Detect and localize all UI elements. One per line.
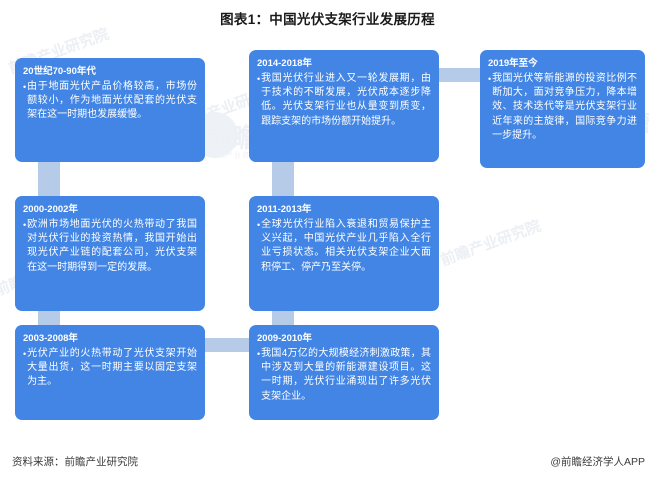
timeline-box-text: 欧洲市场地面光伏的火热带动了我国对光伏行业的投资热情，我国开始出现光伏产业链的配… [27, 219, 197, 273]
timeline-box-period: 2003-2008年 [23, 333, 78, 344]
attribution-note: @前瞻经济学人APP [550, 456, 645, 468]
bullet-icon: • [23, 349, 27, 359]
connector-vertical-col2-row2-row1 [272, 162, 294, 196]
timeline-box-text: 我国光伏等新能源的投资比例不断加大，面对竞争压力，降本增效、技术迭代等是光伏支架… [492, 73, 637, 141]
bullet-icon: • [23, 220, 27, 230]
bullet-icon: • [257, 220, 261, 230]
timeline-box-period: 2011-2013年 [257, 204, 312, 215]
timeline-box-2000-2002[interactable]: 2000-2002年 • 欧洲市场地面光伏的火热带动了我国对光伏行业的投资热情，… [15, 196, 205, 311]
timeline-box-text: 我国4万亿的大规模经济刺激政策，其中涉及到大量的新能源建设项目。这一时期，光伏行… [261, 348, 431, 402]
timeline-box-2019-now[interactable]: 2019年至今 • 我国光伏等新能源的投资比例不断加大，面对竞争压力，降本增效、… [480, 50, 645, 168]
watermark-diagonal-right: 前瞻产业研究院 [438, 217, 544, 270]
timeline-box-1970s-90s[interactable]: 20世纪70-90年代 • 由于地面光伏产品价格较高，市场份额较小，作为地面光伏… [15, 58, 205, 162]
bullet-icon: • [257, 349, 261, 359]
timeline-box-period: 2000-2002年 [23, 204, 78, 215]
bullet-icon: • [23, 82, 27, 92]
connector-horizontal-row3 [193, 338, 255, 352]
page-title: 图表1：中国光伏支架行业发展历程 [220, 12, 435, 27]
timeline-box-2011-2013[interactable]: 2011-2013年 • 全球光伏行业陷入衰退和贸易保护主义兴起，中国光伏产业几… [249, 196, 439, 311]
source-note: 资料来源：前瞻产业研究院 [12, 456, 138, 468]
timeline-box-period: 2009-2010年 [257, 333, 312, 344]
timeline-box-text: 我国光伏行业进入又一轮发展期，由于技术的不断发展，光伏成本逐步降低。光伏支架行业… [261, 73, 431, 127]
timeline-box-text: 全球光伏行业陷入衰退和贸易保护主义兴起，中国光伏产业几乎陷入全行业亏损状态。相关… [261, 219, 431, 273]
timeline-box-2009-2010[interactable]: 2009-2010年 • 我国4万亿的大规模经济刺激政策，其中涉及到大量的新能源… [249, 325, 439, 420]
bullet-icon: • [488, 74, 492, 84]
timeline-box-2003-2008[interactable]: 2003-2008年 • 光伏产业的火热带动了光伏支架开始大量出货，这一时期主要… [15, 325, 205, 420]
timeline-box-period: 2019年至今 [488, 58, 538, 69]
timeline-box-2014-2018[interactable]: 2014-2018年 • 我国光伏行业进入又一轮发展期，由于技术的不断发展，光伏… [249, 50, 439, 162]
timeline-box-period: 2014-2018年 [257, 58, 312, 69]
bullet-icon: • [257, 74, 261, 84]
timeline-box-text: 光伏产业的火热带动了光伏支架开始大量出货，这一时期主要以固定支架为主。 [27, 348, 197, 388]
timeline-box-period: 20世纪70-90年代 [23, 66, 96, 77]
connector-vertical-col1-row1-row2 [38, 162, 60, 196]
timeline-box-text: 由于地面光伏产品价格较高，市场份额较小，作为地面光伏配套的光伏支架在这一时期也发… [27, 81, 197, 121]
